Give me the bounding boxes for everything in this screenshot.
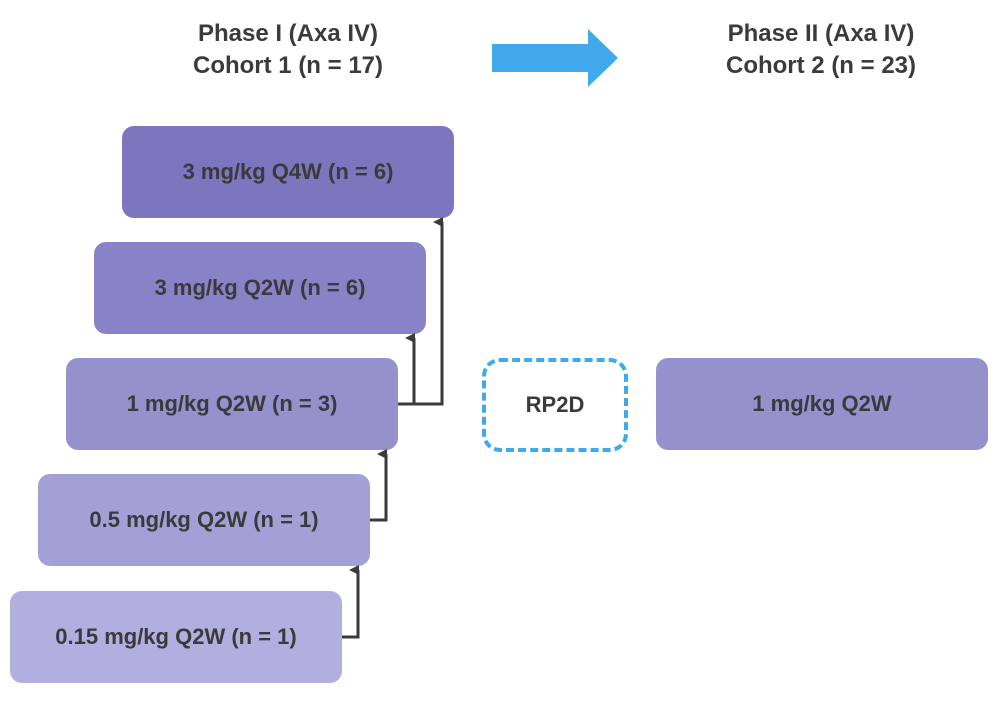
dose-label: 1 mg/kg Q2W (n = 3) bbox=[126, 391, 338, 416]
dose-label: 0.5 mg/kg Q2W (n = 1) bbox=[89, 507, 319, 532]
dose-box-0-5mgkg-q2w: 0.5 mg/kg Q2W (n = 1) bbox=[38, 474, 370, 566]
dose-box-3mgkg-q2w: 3 mg/kg Q2W (n = 6) bbox=[94, 242, 426, 334]
phase1-title-line2: Cohort 1 (n = 17) bbox=[192, 52, 384, 79]
rp2d-box: RP2D bbox=[482, 358, 628, 452]
dose-box-3mgkg-q4w: 3 mg/kg Q4W (n = 6) bbox=[122, 126, 454, 218]
phase2-title-line2: Cohort 2 (n = 23) bbox=[725, 52, 917, 79]
dose-label: 3 mg/kg Q2W (n = 6) bbox=[154, 275, 366, 300]
dose-label: 3 mg/kg Q4W (n = 6) bbox=[182, 159, 394, 184]
connector-0-5-to-1 bbox=[370, 449, 388, 522]
phase2-dose-label: 1 mg/kg Q2W bbox=[752, 391, 892, 416]
rp2d-label: RP2D bbox=[525, 392, 585, 417]
phase1-title-line1: Phase I (Axa IV) bbox=[197, 20, 379, 47]
phase2-dose-box: 1 mg/kg Q2W bbox=[656, 358, 988, 450]
connector-0-15-to-0-5 bbox=[342, 565, 360, 639]
dose-box-1mgkg-q2w: 1 mg/kg Q2W (n = 3) bbox=[66, 358, 398, 450]
connector-1-to-3-q2w bbox=[398, 333, 416, 406]
phase-transition-arrow bbox=[492, 29, 618, 87]
dose-label: 0.15 mg/kg Q2W (n = 1) bbox=[55, 624, 297, 649]
phase1-title: Phase I (Axa IV) Cohort 1 (n = 17) bbox=[150, 18, 426, 82]
phase2-title-line1: Phase II (Axa IV) bbox=[727, 20, 915, 47]
dose-box-0-15mgkg-q2w: 0.15 mg/kg Q2W (n = 1) bbox=[10, 591, 342, 683]
phase2-title: Phase II (Axa IV) Cohort 2 (n = 23) bbox=[680, 18, 962, 82]
